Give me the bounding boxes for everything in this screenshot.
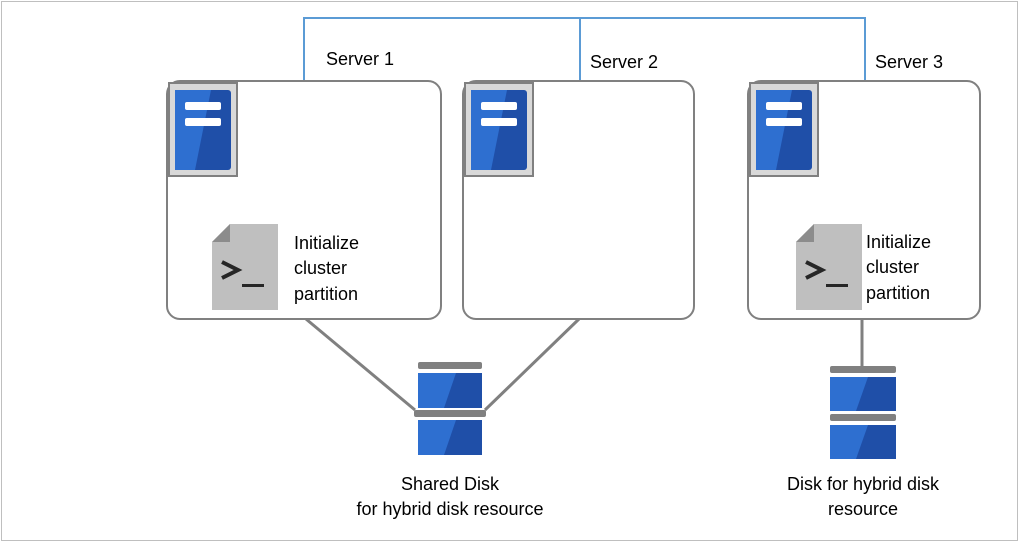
- server3-action-line1: Initialize: [866, 232, 932, 252]
- server1-icon: [168, 82, 238, 177]
- server1-action-line2: cluster: [294, 258, 348, 278]
- server2-disk-connector: [483, 317, 581, 412]
- hybrid-disk-label-line2: resource: [827, 499, 899, 519]
- server-icon: [756, 90, 812, 170]
- network-line: [303, 17, 866, 80]
- server3-action-line3: partition: [866, 283, 931, 303]
- server2-icon: [464, 82, 534, 177]
- hybrid-disk-label-line1: Disk for hybrid disk: [786, 474, 940, 494]
- server3-icon: [749, 82, 819, 177]
- server3-label: Server 3: [875, 52, 944, 72]
- terminal-script-icon: [796, 224, 862, 310]
- server-icon: [175, 90, 231, 170]
- server1-action-line1: Initialize: [294, 233, 360, 253]
- server1-disk-connector: [305, 317, 416, 412]
- shared-disk-label-line2: for hybrid disk resource: [356, 499, 544, 519]
- server1-label: Server 1: [326, 49, 395, 69]
- server3-action-line2: cluster: [866, 257, 920, 277]
- terminal-script-icon: [212, 224, 278, 310]
- shared-disk-label-line1: Shared Disk: [400, 474, 500, 494]
- server3-box: [747, 80, 981, 320]
- server2-label: Server 2: [590, 52, 659, 72]
- server2-box: [462, 80, 695, 320]
- server1-box: [166, 80, 442, 320]
- server1-action-line3: partition: [294, 284, 359, 304]
- shared-disk-icon: [414, 362, 486, 455]
- hybrid-disk-icon: [830, 366, 896, 459]
- server-icon: [471, 90, 527, 170]
